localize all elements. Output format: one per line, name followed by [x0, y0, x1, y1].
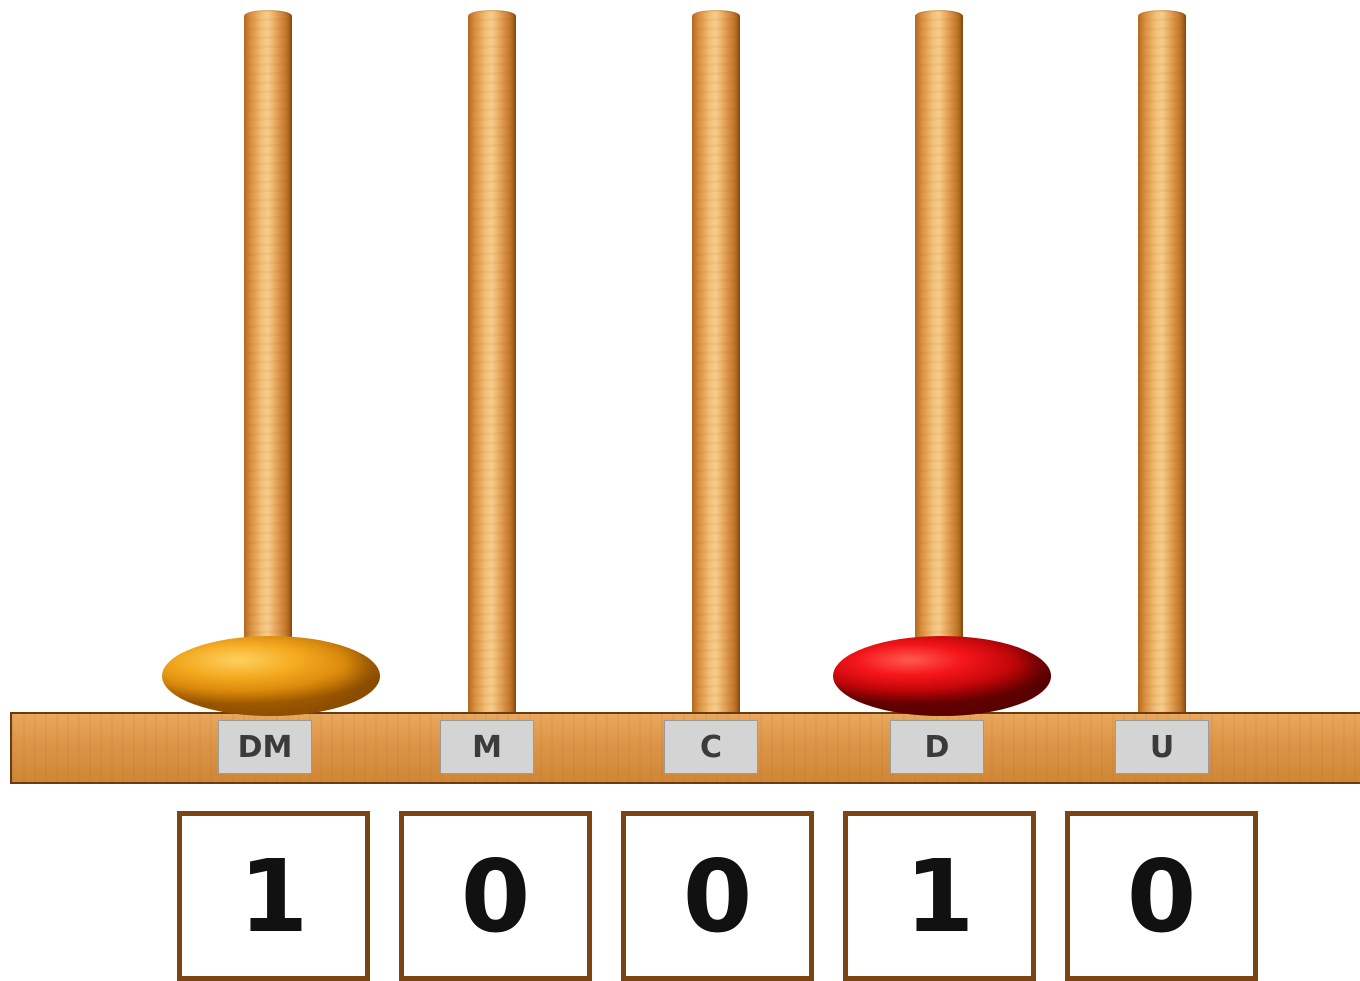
- place-label-u: U: [1115, 720, 1209, 774]
- rod-m: [468, 10, 516, 720]
- digit-box-d[interactable]: 1: [843, 811, 1036, 981]
- rod-c: [692, 10, 740, 720]
- place-label-d: D: [890, 720, 984, 774]
- rod-u: [1138, 10, 1186, 720]
- bead-d[interactable]: [833, 636, 1051, 716]
- digit-box-dm[interactable]: 1: [177, 811, 370, 981]
- digit-box-c[interactable]: 0: [621, 811, 814, 981]
- place-label-c: C: [664, 720, 758, 774]
- place-label-m: M: [440, 720, 534, 774]
- digit-box-u[interactable]: 0: [1065, 811, 1258, 981]
- place-label-dm: DM: [218, 720, 312, 774]
- rod-d: [915, 10, 963, 720]
- rod-dm: [244, 10, 292, 720]
- digit-box-m[interactable]: 0: [399, 811, 592, 981]
- bead-dm[interactable]: [162, 636, 380, 716]
